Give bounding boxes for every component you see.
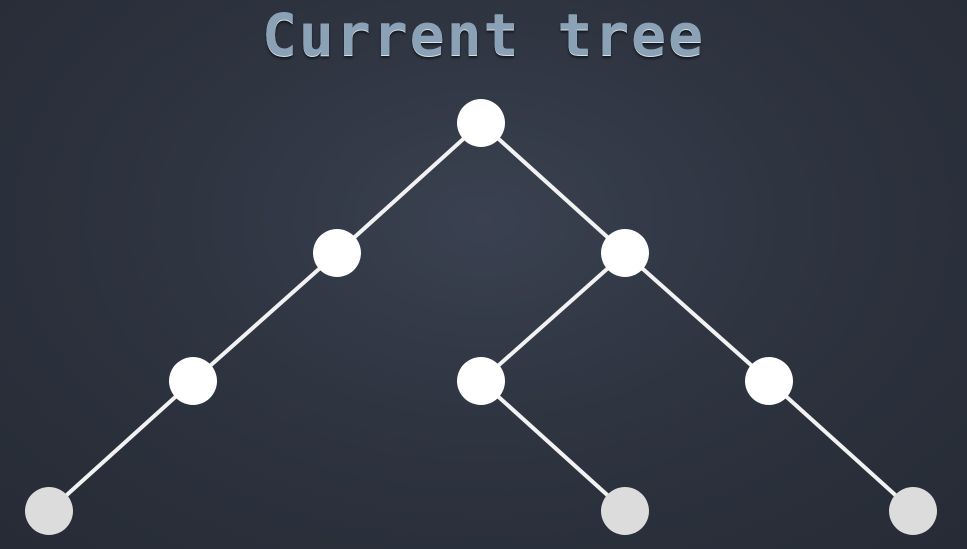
tree-edge-root-l xyxy=(335,121,483,255)
tree-node-rlr xyxy=(601,487,649,535)
tree-edges xyxy=(47,121,915,513)
tree-edge-root-r xyxy=(479,121,627,255)
tree-nodes xyxy=(25,99,937,535)
tree-node-l xyxy=(313,229,361,277)
tree-edge-r-rl xyxy=(479,251,627,383)
tree-edge-rr-rrr xyxy=(767,379,915,513)
tree-node-root xyxy=(457,99,505,147)
tree-node-rrr xyxy=(889,487,937,535)
tree-edge-rl-rlr xyxy=(479,379,627,513)
tree-edge-l-ll xyxy=(191,251,339,383)
tree-node-lll xyxy=(25,487,73,535)
diagram-title: Current tree xyxy=(261,1,706,69)
tree-node-r xyxy=(601,229,649,277)
tree-edge-r-rr xyxy=(623,251,771,383)
tree-node-rr xyxy=(745,357,793,405)
tree-edge-ll-lll xyxy=(47,379,195,513)
tree-node-ll xyxy=(169,357,217,405)
tree-node-rl xyxy=(457,357,505,405)
